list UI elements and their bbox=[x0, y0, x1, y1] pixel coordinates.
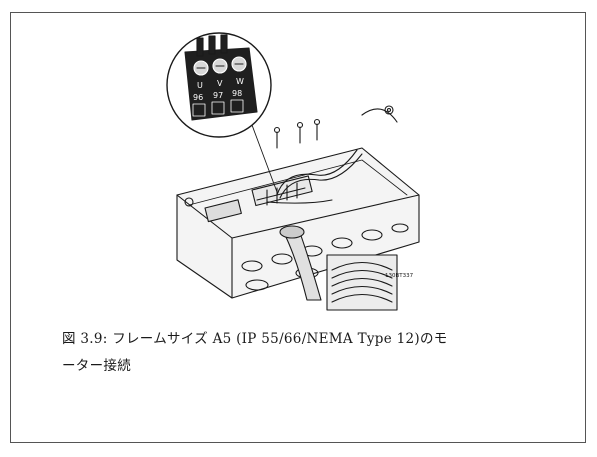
callout-leader bbox=[251, 124, 278, 193]
enclosure-base bbox=[176, 147, 420, 299]
earth-screws bbox=[184, 105, 398, 207]
caption-line-1: 図 3.9: フレームサイズ A5 (IP 55/66/NEMA Type 12… bbox=[62, 331, 448, 347]
drive-terminal-drawing: U V W 96 97 98 130BT337 bbox=[166, 32, 420, 311]
terminal-label-u: U bbox=[197, 81, 203, 90]
terminal-label-w: W bbox=[236, 77, 244, 86]
figure-caption: 図 3.9: フレームサイズ A5 (IP 55/66/NEMA Type 12… bbox=[62, 326, 532, 380]
motor-connector-zoom: U V W 96 97 98 bbox=[166, 32, 272, 138]
terminal-number-96: 96 bbox=[193, 93, 203, 102]
terminal-number-98: 98 bbox=[232, 89, 242, 98]
terminal-label-v: V bbox=[217, 79, 223, 88]
figure-frame bbox=[10, 12, 586, 443]
terminal-number-97: 97 bbox=[213, 91, 223, 100]
figure-reference-code: 130BT337 bbox=[385, 273, 414, 279]
motor-connection-illustration: U V W 96 97 98 130BT337 bbox=[157, 30, 432, 320]
fan-grille bbox=[326, 254, 398, 311]
caption-line-2: ーター接続 bbox=[62, 358, 131, 374]
motor-cable bbox=[266, 149, 363, 301]
